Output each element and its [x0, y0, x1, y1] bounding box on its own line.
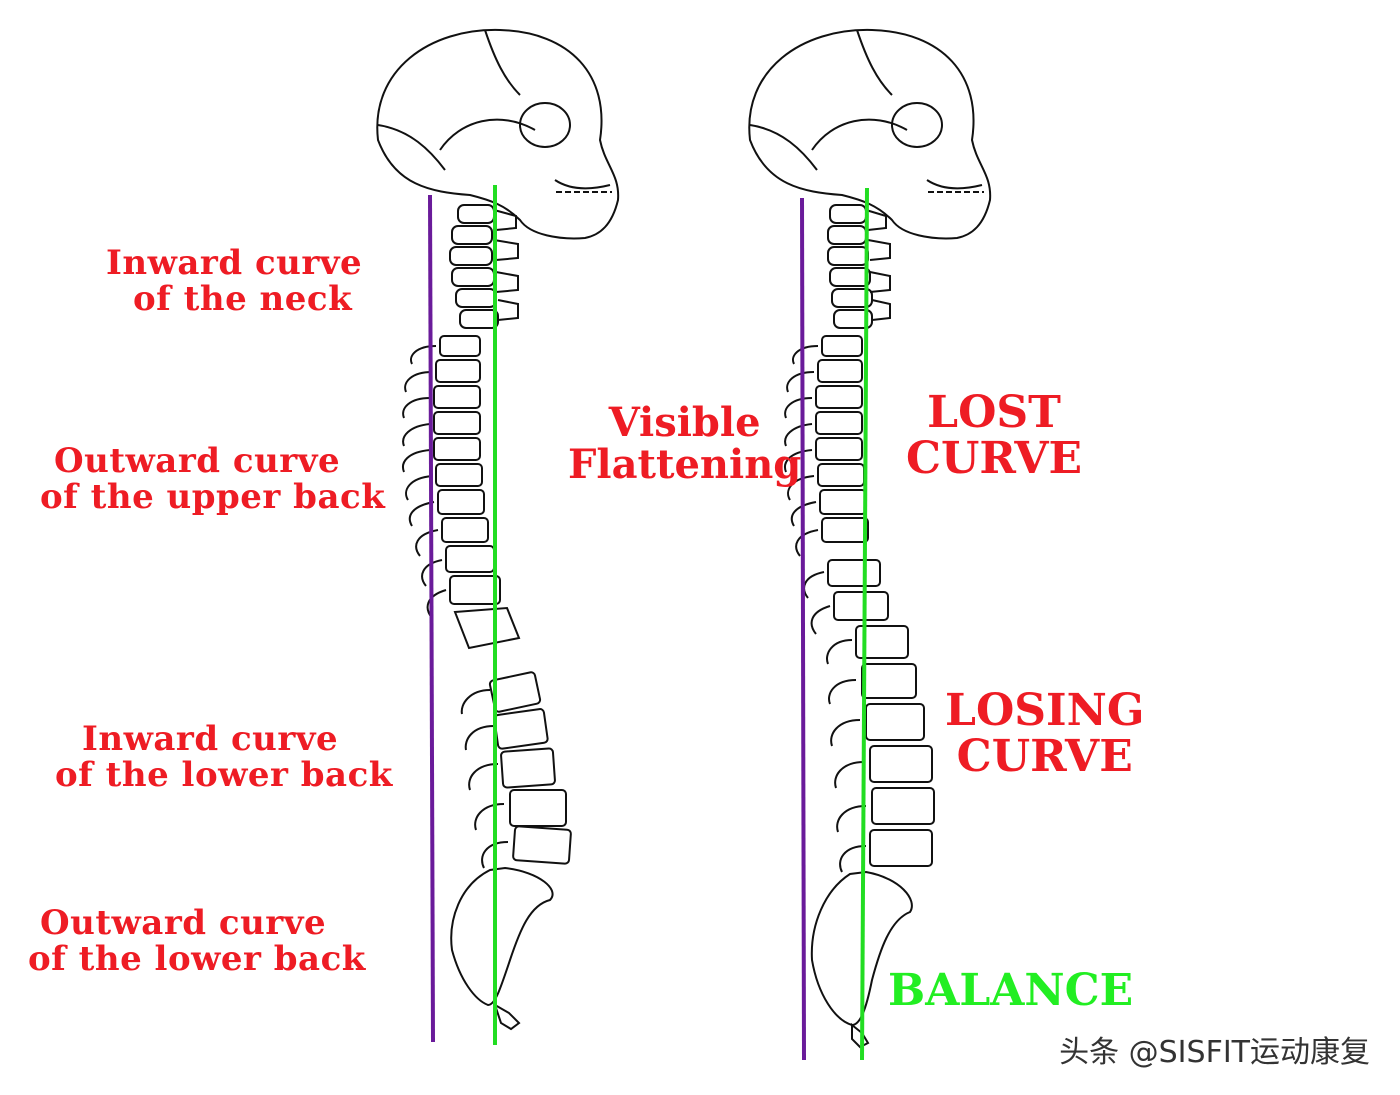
label-outward-curve-lower-back: Outward curve of the lower back: [28, 903, 366, 979]
label-line: LOSING: [945, 685, 1145, 736]
label-losing-curve: LOSING CURVE: [945, 685, 1145, 783]
label-line: Inward curve: [106, 243, 363, 283]
label-line: of the lower back: [55, 754, 393, 795]
label-line: Outward curve: [54, 441, 341, 481]
label-line: Outward curve: [40, 903, 327, 943]
label-line: of the lower back: [28, 938, 366, 979]
lumbar-vertebrae-right: [826, 625, 935, 873]
label-line: CURVE: [956, 731, 1133, 783]
watermark: 头条 @SISFIT运动康复: [1059, 1035, 1370, 1070]
lumbar-vertebrae-left: [453, 606, 572, 869]
plumb-line-left: [428, 194, 435, 1043]
label-inward-curve-lower-back: Inward curve of the lower back: [55, 719, 393, 795]
label-line: of the upper back: [40, 476, 386, 517]
cervical-vertebrae-left: [449, 204, 519, 329]
label-line: CURVE: [906, 433, 1083, 485]
label-line: Visible: [608, 399, 761, 446]
balance-line-right: [860, 187, 869, 1061]
skull-right: [748, 28, 992, 240]
sacrum-left: [450, 866, 554, 1031]
skull-left: [376, 28, 620, 240]
label-line: Inward curve: [82, 719, 339, 759]
label-line: LOST: [927, 387, 1061, 438]
flattened-spine-skeleton: [748, 28, 992, 1049]
label-balance: BALANCE: [888, 965, 1134, 1016]
thoracic-vertebrae-left: [402, 335, 501, 619]
thoracic-vertebrae-right: [784, 335, 889, 635]
label-line: of the neck: [133, 278, 353, 319]
label-lost-curve: LOST CURVE: [906, 387, 1083, 485]
cervical-vertebrae-right: [827, 204, 891, 329]
label-line: Flattening: [568, 441, 802, 488]
label-inward-curve-neck: Inward curve of the neck: [106, 243, 363, 319]
normal-spine-skeleton: [376, 28, 620, 1031]
label-visible-flattening: Visible Flattening: [568, 402, 801, 486]
plumb-line-right: [800, 197, 806, 1061]
label-outward-curve-upper-back: Outward curve of the upper back: [40, 441, 386, 517]
